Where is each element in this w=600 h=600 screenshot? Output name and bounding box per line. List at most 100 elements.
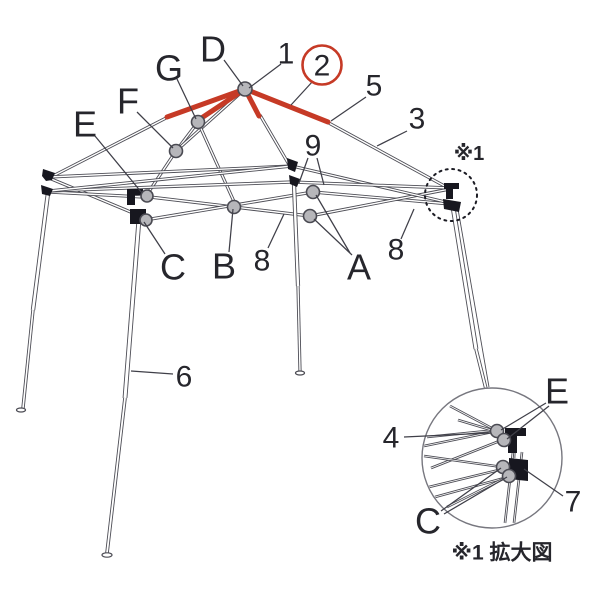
leader-G — [176, 78, 197, 120]
peak-strut-right — [242, 86, 331, 125]
bracket-front-right-lower — [443, 199, 461, 212]
bracket-rear-left-upper — [42, 169, 55, 181]
foot-front-left — [101, 552, 113, 558]
label-detail-4-text: 4 — [383, 422, 400, 455]
leg-front-right-lower — [474, 348, 488, 390]
label-detail-C-text: C — [415, 501, 441, 542]
label-detail-7: 7 — [565, 486, 582, 519]
bracket-rear-right-lower — [289, 175, 300, 187]
label-F-text: F — [117, 81, 139, 122]
label-num-9: 9 — [305, 130, 322, 163]
leader-num-8-right — [400, 208, 415, 240]
leader-num-6 — [130, 370, 174, 375]
label-num-5-text: 5 — [366, 70, 383, 103]
label-num-8-left-text: 8 — [254, 245, 271, 278]
label-detail-7-text: 7 — [565, 486, 582, 519]
leader-B — [228, 208, 234, 253]
label-num-8-left: 8 — [254, 245, 271, 278]
eave-rear-3 — [48, 164, 293, 193]
foot-rear-right — [294, 370, 306, 376]
leader-detail-E — [500, 402, 547, 431]
label-C-text: C — [160, 247, 186, 288]
label-C: C — [160, 247, 186, 288]
foot-rear-left — [15, 407, 27, 413]
frame-joints — [139, 81, 321, 227]
corner-brackets — [41, 158, 461, 224]
label-E-text: E — [73, 104, 97, 145]
label-num-6: 6 — [176, 361, 193, 394]
leader-detail-7 — [523, 468, 564, 497]
leg-rear-left-lower — [21, 309, 35, 409]
rafter-rear-lower — [258, 114, 293, 169]
leader-detail-E — [506, 405, 550, 440]
leader-A — [315, 194, 351, 254]
leg-front-right-upper — [450, 206, 479, 350]
leg-front-left-upper — [122, 218, 142, 399]
rafter-left-lower — [48, 115, 169, 180]
label-num-3: 3 — [409, 103, 426, 136]
leg-rear-right-upper — [291, 183, 301, 287]
label-G: G — [155, 48, 183, 89]
leader-num-1 — [248, 63, 282, 89]
label-num-6-text: 6 — [176, 361, 193, 394]
leader-num-2 — [290, 80, 314, 106]
leader-num-5 — [330, 96, 367, 122]
label-ref-note: ※1 — [454, 143, 485, 165]
label-A-text: A — [347, 247, 371, 288]
detail-joint-C-2 — [501, 468, 517, 484]
leader-D — [223, 59, 244, 87]
leader-num-9 — [316, 157, 325, 186]
label-detail-E: E — [545, 371, 569, 412]
label-B-text: B — [212, 246, 236, 287]
detail-bracket-E — [505, 428, 526, 453]
leader-C — [143, 221, 166, 255]
eave-front-3 — [312, 190, 451, 206]
label-num-2-text: 2 — [314, 50, 331, 83]
label-ref-note-text: ※1 — [454, 143, 485, 165]
label-num-2-circle — [301, 44, 343, 86]
label-num-8-right-text: 8 — [388, 234, 405, 267]
leg-rear-right-lower — [296, 285, 302, 372]
label-num-5: 5 — [366, 70, 383, 103]
frame-legs — [15, 183, 490, 558]
eave-left-1 — [48, 176, 146, 220]
label-D-text: D — [200, 29, 226, 70]
label-detail-4: 4 — [383, 422, 400, 455]
label-A: A — [347, 247, 371, 288]
leader-detail-C — [443, 476, 508, 515]
leader-A — [313, 218, 353, 256]
leader-num-3 — [376, 130, 408, 147]
eave-right-2 — [291, 180, 451, 190]
detail-joint-E-2 — [496, 432, 512, 448]
bracket-front-right-upper — [444, 183, 459, 199]
label-detail-E-text: E — [545, 371, 569, 412]
label-num-3-text: 3 — [409, 103, 426, 136]
leader-num-8-left — [267, 213, 285, 249]
label-detail-caption: ※1 拡大図 — [452, 541, 553, 565]
leader-detail-C — [440, 467, 502, 512]
label-F: F — [117, 81, 139, 122]
leader-num-9 — [298, 157, 309, 184]
label-num-9-text: 9 — [305, 130, 322, 163]
bracket-rear-right-upper — [287, 158, 298, 172]
brace-G-to-B — [196, 121, 238, 207]
label-num-8-right: 8 — [388, 234, 405, 267]
truss-pivot-B — [226, 199, 242, 215]
eave-front-4 — [309, 187, 451, 218]
label-num-1: 1 — [278, 38, 295, 71]
leg-front-left-lower — [105, 397, 127, 554]
label-B: B — [212, 246, 236, 287]
label-D: D — [200, 29, 226, 70]
corner-joint-E — [140, 189, 154, 203]
peak-strut-left — [164, 86, 248, 120]
label-E: E — [73, 104, 97, 145]
ref-marker-circle — [424, 168, 478, 222]
rafter-joint-G — [190, 114, 206, 130]
label-num-1-text: 1 — [278, 38, 295, 71]
eave-rear-2 — [48, 180, 293, 193]
label-detail-C: C — [415, 501, 441, 542]
leader-E — [94, 135, 143, 194]
